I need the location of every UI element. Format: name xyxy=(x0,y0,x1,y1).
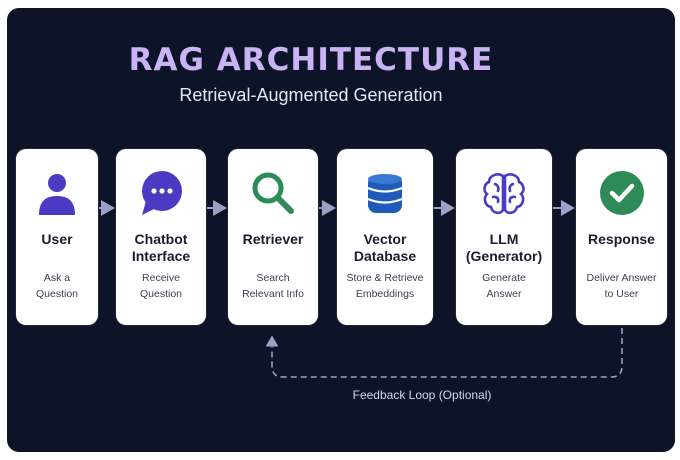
step-desc-response: Deliver Answer to User xyxy=(586,272,657,300)
step-label-vector-db: Vector Database xyxy=(353,231,417,264)
chat-bubble-icon xyxy=(116,169,206,219)
user-icon xyxy=(16,169,98,219)
checkmark-icon xyxy=(576,169,667,219)
diagram-title: RAG ARCHITECTURE xyxy=(128,42,494,78)
step-desc-vector-db: Store & Retrieve Embeddings xyxy=(346,272,424,300)
step-card-user: User Ask a Question xyxy=(16,149,98,325)
step-card-vector-db: Vector Database Store & Retrieve Embeddi… xyxy=(337,149,433,325)
database-icon xyxy=(337,169,433,219)
step-card-chatbot: Chatbot Interface Receive Question xyxy=(116,149,206,325)
step-label-response: Response xyxy=(588,231,655,247)
feedback-loop-label: Feedback Loop (Optional) xyxy=(352,388,492,402)
brain-icon xyxy=(456,169,552,219)
step-card-retriever: Retriever Search Relevant Info xyxy=(228,149,318,325)
step-desc-retriever: Search Relevant Info xyxy=(242,272,304,300)
step-desc-chatbot: Receive Question xyxy=(139,272,183,300)
step-card-response: Response Deliver Answer to User xyxy=(576,149,667,325)
step-card-llm: LLM (Generator) Generate Answer xyxy=(456,149,552,325)
feedback-loop-path xyxy=(265,328,623,378)
step-label-llm: LLM (Generator) xyxy=(465,231,543,264)
step-label-retriever: Retriever xyxy=(242,231,304,247)
diagram-panel: RAG ARCHITECTURE Retrieval-Augmented Gen… xyxy=(7,8,675,452)
step-desc-user: Ask a Question xyxy=(35,272,79,300)
diagram-subtitle: Retrieval-Augmented Generation xyxy=(179,85,443,105)
step-label-chatbot: Chatbot Interface xyxy=(131,231,191,264)
step-desc-llm: Generate Answer xyxy=(482,272,526,300)
connector-overlay xyxy=(99,200,623,378)
step-label-user: User xyxy=(41,231,73,247)
magnifier-icon xyxy=(228,169,318,219)
